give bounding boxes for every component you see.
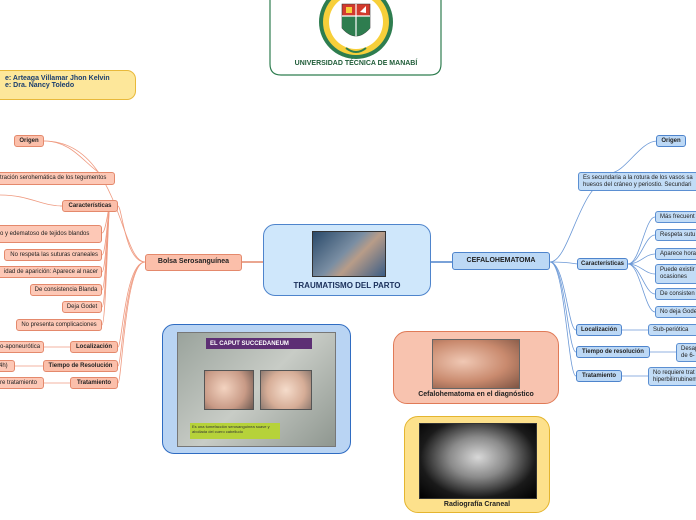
central-photo bbox=[312, 231, 386, 277]
left-caract-item-2[interactable]: No respeta las suturas craneales bbox=[4, 249, 102, 261]
right-tiempo-text[interactable]: Desap de 6- bbox=[676, 343, 696, 362]
left-origen-label[interactable]: Origen bbox=[14, 135, 44, 147]
right-origen-label[interactable]: Origen bbox=[656, 135, 686, 147]
radiografia-photo bbox=[419, 423, 537, 499]
right-tratamiento-label[interactable]: Tratamiento bbox=[576, 370, 622, 382]
caput-photo-1 bbox=[204, 370, 254, 410]
left-localizacion-label[interactable]: Localización bbox=[70, 341, 118, 353]
branch-bolsa-serosanguinea[interactable]: Bolsa Serosanguínea bbox=[145, 254, 242, 271]
left-caract-item-6[interactable]: No presenta complicaciones bbox=[16, 319, 102, 331]
author-name: e: Arteaga Villamar Jhon Kelvin bbox=[5, 75, 110, 82]
left-localizacion-text[interactable]: o-aponeurótica bbox=[0, 341, 44, 353]
right-tratamiento-text[interactable]: No requiere trat hiperbilirrubinem bbox=[648, 367, 696, 386]
right-caract-item-2[interactable]: Respeta sutu bbox=[655, 229, 696, 241]
central-title: TRAUMATISMO DEL PARTO bbox=[293, 281, 401, 290]
right-caract-item-1[interactable]: Más frecuent bbox=[655, 211, 696, 223]
university-name: UNIVERSIDAD TÉCNICA DE MANABÍ bbox=[294, 60, 418, 67]
caput-caption: Es una tumefacción serosanguínea suave y… bbox=[190, 423, 280, 439]
cefalohematoma-title: Cefalohematoma en el diagnóstico bbox=[418, 391, 534, 398]
left-caracteristicas-label[interactable]: Características bbox=[62, 200, 118, 212]
tutor-name: e: Dra. Nancy Toledo bbox=[5, 82, 75, 89]
left-tiempo-label[interactable]: Tiempo de Resolución bbox=[43, 360, 118, 372]
branch-cefalohematoma[interactable]: CEFALOHEMATOMA bbox=[452, 252, 550, 270]
right-caracteristicas-label[interactable]: Características bbox=[577, 258, 628, 270]
right-origen-text[interactable]: Es secundaria a la rotura de los vasos s… bbox=[578, 172, 696, 191]
left-caract-item-1[interactable]: o y edematoso de tejidos blandos bbox=[0, 225, 102, 243]
cefalohematoma-panel[interactable]: Cefalohematoma en el diagnóstico bbox=[393, 331, 559, 404]
left-tratamiento-text[interactable]: re tratamiento bbox=[0, 377, 44, 389]
cefalohematoma-photo bbox=[432, 339, 520, 389]
university-logo bbox=[318, 0, 394, 60]
caput-banner: EL CAPUT SUCCEDANEUM bbox=[206, 338, 312, 349]
left-caract-item-4[interactable]: De consistencia Blanda bbox=[30, 284, 102, 296]
left-caract-item-5[interactable]: Deja Godet bbox=[62, 301, 102, 313]
caput-photo-2 bbox=[260, 370, 312, 410]
right-localizacion-text[interactable]: Sub-periótica bbox=[648, 324, 696, 336]
radiografia-title: Radiografía Craneal bbox=[443, 501, 511, 508]
right-caract-item-3[interactable]: Aparece hora bbox=[655, 248, 696, 260]
right-caract-item-5[interactable]: De consisten bbox=[655, 288, 696, 300]
left-origen-text[interactable]: tración serohemática de los tegumentos bbox=[0, 172, 115, 185]
central-topic[interactable]: TRAUMATISMO DEL PARTO bbox=[263, 224, 431, 296]
left-tratamiento-label[interactable]: Tratamiento bbox=[70, 377, 118, 389]
authors-box: e: Arteaga Villamar Jhon Kelvin e: Dra. … bbox=[0, 70, 136, 100]
left-caract-item-3[interactable]: idad de aparición: Aparece al nacer bbox=[0, 266, 102, 278]
caput-succedaneum-panel[interactable]: EL CAPUT SUCCEDANEUM Es una tumefacción … bbox=[162, 324, 351, 454]
right-caract-item-4[interactable]: Puede existir ocasiones bbox=[655, 264, 696, 284]
left-tiempo-text[interactable]: 4h) bbox=[0, 360, 15, 372]
right-caract-item-6[interactable]: No deja Gode bbox=[655, 306, 696, 318]
right-tiempo-label[interactable]: Tiempo de resolución bbox=[576, 346, 650, 358]
radiografia-panel[interactable]: Radiografía Craneal bbox=[404, 416, 550, 513]
caput-slide: EL CAPUT SUCCEDANEUM Es una tumefacción … bbox=[177, 332, 336, 447]
right-localizacion-label[interactable]: Localización bbox=[576, 324, 622, 336]
